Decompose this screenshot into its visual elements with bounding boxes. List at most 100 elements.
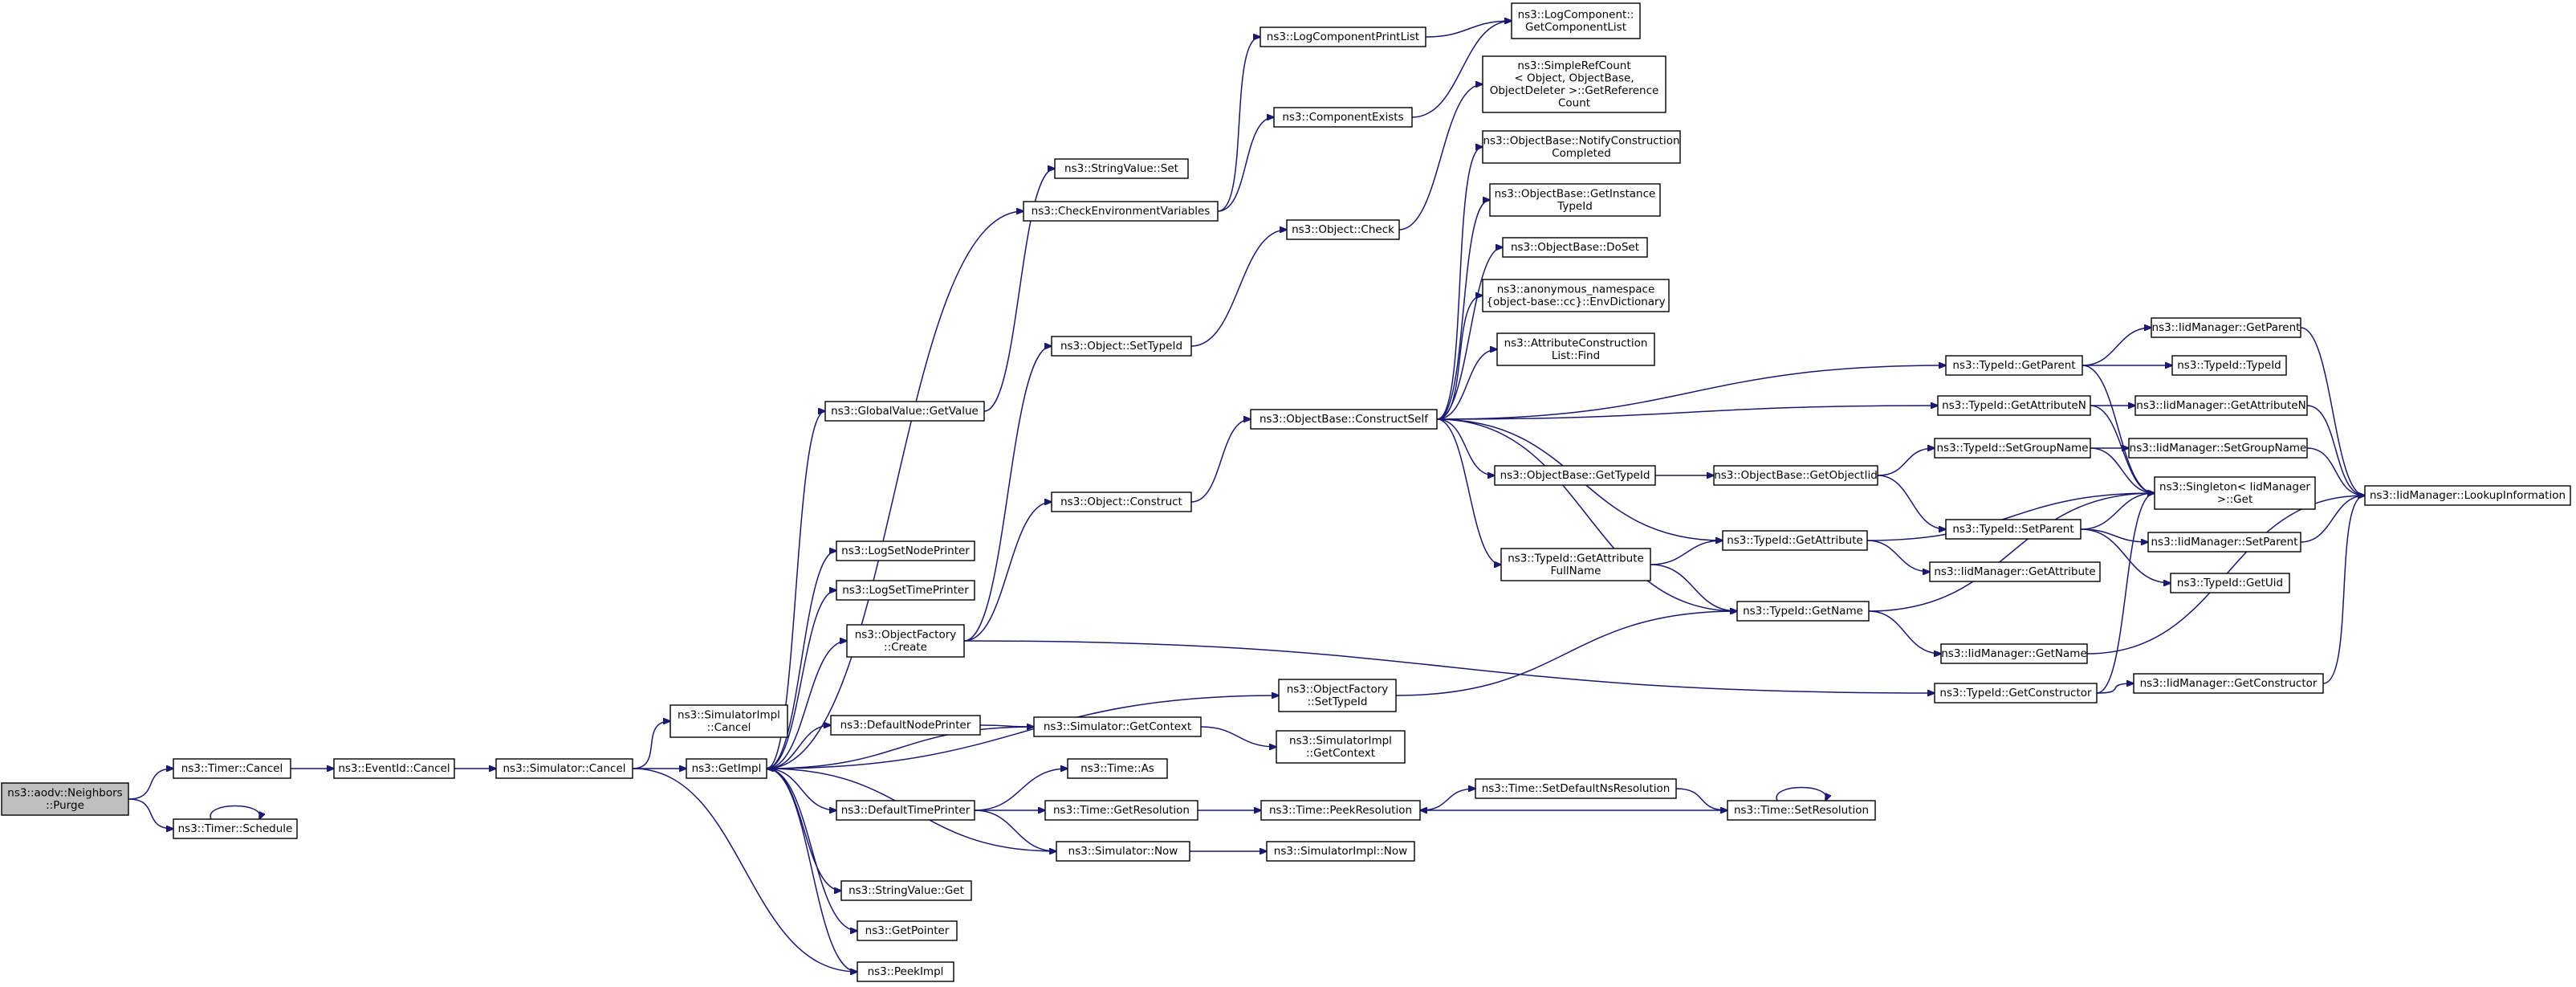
node-defaulttimeprinter[interactable]: ns3::DefaultTimePrinter xyxy=(836,800,975,821)
edge-getimpl-to-gv-getvalue xyxy=(766,411,825,769)
node-stringvalue-set[interactable]: ns3::StringValue::Set xyxy=(1054,158,1189,179)
node-label: ns3::Timer::Cancel xyxy=(181,762,283,775)
node-iid-getattributen[interactable]: ns3::IidManager::GetAttributeN xyxy=(2134,395,2308,416)
edge-getimpl-to-of-create xyxy=(766,641,847,769)
edge-iid-setgroupname-to-iid-lookupinfo xyxy=(2306,447,2365,496)
node-sim-now[interactable]: ns3::Simulator::Now xyxy=(1056,841,1190,862)
edge-of-create-to-typeid-getconstructor xyxy=(963,640,1935,693)
node-logcompprintlist[interactable]: ns3::LogComponentPrintList xyxy=(1260,27,1426,47)
node-label: ns3::ObjectBase::NotifyConstruction xyxy=(1483,134,1679,147)
node-typeid-getparent[interactable]: ns3::TypeId::GetParent xyxy=(1945,355,2083,376)
node-time-peekresolution[interactable]: ns3::Time::PeekResolution xyxy=(1260,800,1421,821)
node-box xyxy=(1033,716,1202,737)
node-of-settypeid[interactable]: ns3::ObjectFactory::SetTypeId xyxy=(1278,679,1397,712)
node-simplerefcount[interactable]: ns3::SimpleRefCount< Object, ObjectBase,… xyxy=(1482,55,1666,113)
node-logsettimeprinter[interactable]: ns3::LogSetTimePrinter xyxy=(836,580,975,601)
node-getimpl[interactable]: ns3::GetImpl xyxy=(686,758,767,779)
edge-sim-cancel-to-simimpl-cancel xyxy=(632,721,670,769)
edge-ob-getobjectiid-to-typeid-setparent xyxy=(1877,475,1946,529)
node-simimpl-cancel[interactable]: ns3::SimulatorImpl::Cancel xyxy=(669,704,788,738)
edge-getimpl-to-getpointer xyxy=(766,768,857,931)
node-label: ns3::aodv::Neighbors xyxy=(7,786,122,799)
node-defaultnodeprinter[interactable]: ns3::DefaultNodePrinter xyxy=(830,715,981,736)
node-box xyxy=(2154,476,2316,510)
node-box xyxy=(1482,279,1670,312)
node-ob-gettypeid[interactable]: ns3::ObjectBase::GetTypeId xyxy=(1494,465,1656,486)
node-iid-getattribute[interactable]: ns3::IidManager::GetAttribute xyxy=(1929,561,2101,582)
node-obj-settypeid[interactable]: ns3::Object::SetTypeId xyxy=(1051,336,1192,357)
node-time-getresolution[interactable]: ns3::Time::GetResolution xyxy=(1044,800,1198,821)
node-label: List::Find xyxy=(1552,349,1600,362)
node-label: ns3::LogSetTimePrinter xyxy=(842,584,969,597)
node-typeid-getattributen[interactable]: ns3::TypeId::GetAttributeN xyxy=(1937,395,2091,416)
node-label: ns3::CheckEnvironmentVariables xyxy=(1032,205,1211,218)
node-simimpl-getcontext[interactable]: ns3::SimulatorImpl::GetContext xyxy=(1276,730,1406,764)
node-box xyxy=(1475,778,1677,799)
node-gv-getvalue[interactable]: ns3::GlobalValue::GetValue xyxy=(824,401,985,422)
node-sim-getcontext[interactable]: ns3::Simulator::GetContext xyxy=(1033,716,1202,737)
edge-obj-construct-to-ob-constructself xyxy=(1190,419,1251,503)
node-timer-schedule[interactable]: ns3::Timer::Schedule xyxy=(173,818,298,839)
node-ob-doset[interactable]: ns3::ObjectBase::DoSet xyxy=(1502,237,1648,258)
node-label: ns3::IidManager::GetAttribute xyxy=(1934,565,2095,578)
node-typeid-getconstructor[interactable]: ns3::TypeId::GetConstructor xyxy=(1934,683,2098,704)
node-box xyxy=(846,624,965,658)
node-typeid-getgroupname[interactable]: ns3::TypeId::SetGroupName xyxy=(1934,438,2091,459)
node-stringvalue-get[interactable]: ns3::StringValue::Get xyxy=(840,880,972,901)
node-box xyxy=(1023,201,1219,222)
node-box xyxy=(1500,548,1651,581)
node-time-setdefaultns[interactable]: ns3::Time::SetDefaultNsResolution xyxy=(1475,778,1677,799)
edge-typeid-setparent-to-typeid-getuid xyxy=(2080,528,2171,583)
node-box xyxy=(1278,679,1397,712)
node-typeid-setparent[interactable]: ns3::TypeId::SetParent xyxy=(1945,519,2082,540)
node-purge[interactable]: ns3::aodv::Neighbors::Purge xyxy=(1,782,129,816)
node-typeid-getname[interactable]: ns3::TypeId::GetName xyxy=(1736,601,1870,622)
node-obj-construct[interactable]: ns3::Object::Construct xyxy=(1051,491,1192,512)
node-iid-getconstructor[interactable]: ns3::IidManager::GetConstructor xyxy=(2133,673,2324,694)
node-iid-lookupinfo[interactable]: ns3::IidManager::LookupInformation xyxy=(2364,485,2571,506)
node-obj-check[interactable]: ns3::Object::Check xyxy=(1286,219,1400,240)
node-logcomp-getlist[interactable]: ns3::LogComponent::GetComponentList xyxy=(1511,2,1641,39)
node-typeid-getuid[interactable]: ns3::TypeId::GetUid xyxy=(2170,573,2290,593)
edge-ob-constructself-to-typeid-getattributen xyxy=(1436,406,1938,420)
node-timer-cancel[interactable]: ns3::Timer::Cancel xyxy=(173,758,291,779)
node-label: TypeId xyxy=(1557,200,1593,213)
edge-getimpl-to-logsetnodeprinter xyxy=(766,551,836,769)
node-componentexists[interactable]: ns3::ComponentExists xyxy=(1273,107,1413,128)
node-iid-getname[interactable]: ns3::IidManager::GetName xyxy=(1940,643,2088,664)
node-iid-getparent[interactable]: ns3::IidManager::GetParent xyxy=(2151,317,2301,338)
node-box xyxy=(1250,409,1438,430)
node-sim-cancel[interactable]: ns3::Simulator::Cancel xyxy=(495,758,633,779)
node-label: ns3::Time::SetDefaultNsResolution xyxy=(1482,782,1671,795)
node-typeid-typeid[interactable]: ns3::TypeId::TypeId xyxy=(2171,355,2287,376)
node-of-create[interactable]: ns3::ObjectFactory::Create xyxy=(846,624,965,658)
node-label: ns3::TypeId::TypeId xyxy=(2177,359,2281,372)
node-eventid-cancel[interactable]: ns3::EventId::Cancel xyxy=(333,758,455,779)
node-peekimpl[interactable]: ns3::PeekImpl xyxy=(857,961,954,982)
node-getpointer[interactable]: ns3::GetPointer xyxy=(857,920,958,941)
node-iid-setgroupname[interactable]: ns3::IidManager::SetGroupName xyxy=(2128,438,2308,459)
node-ob-notify[interactable]: ns3::ObjectBase::NotifyConstructionCompl… xyxy=(1482,130,1681,164)
node-ob-getobjectiid[interactable]: ns3::ObjectBase::GetObjectIid xyxy=(1713,465,1878,486)
node-label: ns3::Time::SetResolution xyxy=(1734,804,1869,817)
node-iid-setparent[interactable]: ns3::IidManager::SetParent xyxy=(2147,532,2301,553)
node-checkenv[interactable]: ns3::CheckEnvironmentVariables xyxy=(1023,201,1219,222)
node-label: ns3::LogComponent:: xyxy=(1518,8,1634,21)
edge-ob-constructself-to-ob-doset xyxy=(1436,247,1503,420)
node-label: ns3::LogSetNodePrinter xyxy=(841,544,970,557)
node-singleton-get[interactable]: ns3::Singleton< IidManager>::Get xyxy=(2154,476,2316,510)
node-typeid-getattribute[interactable]: ns3::TypeId::GetAttribute xyxy=(1722,530,1868,551)
node-label: ns3::ObjectFactory xyxy=(855,628,957,641)
edge-logcompprintlist-to-logcomp-getlist xyxy=(1425,21,1512,38)
node-time-setresolution[interactable]: ns3::Time::SetResolution xyxy=(1727,800,1876,821)
node-label: ns3::GetImpl xyxy=(692,762,762,775)
node-time-as[interactable]: ns3::Time::As xyxy=(1067,758,1168,779)
node-label: ns3::TypeId::GetUid xyxy=(2177,577,2283,589)
node-logsetnodeprinter[interactable]: ns3::LogSetNodePrinter xyxy=(836,540,975,561)
node-ob-constructself[interactable]: ns3::ObjectBase::ConstructSelf xyxy=(1250,409,1438,430)
node-anon-envdict[interactable]: ns3::anonymous_namespace{object-base::cc… xyxy=(1482,279,1670,312)
node-simimpl-now[interactable]: ns3::SimulatorImpl::Now xyxy=(1266,841,1415,862)
